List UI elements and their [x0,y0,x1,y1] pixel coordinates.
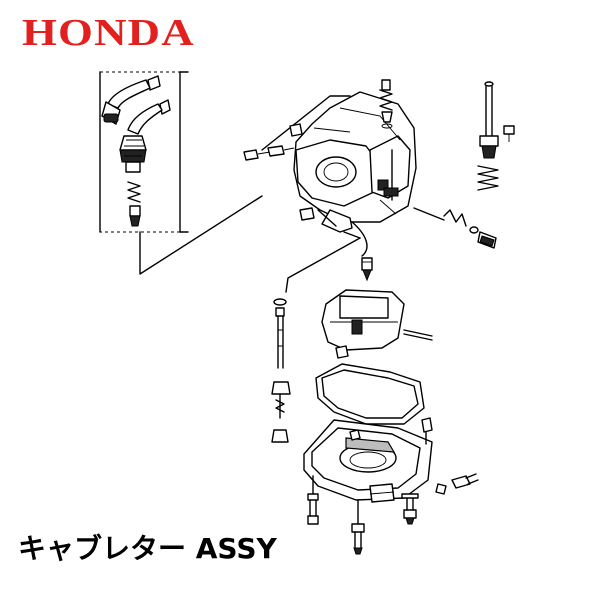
float-icon [321,289,433,351]
screw-icon [307,429,479,555]
main-jet-set [477,81,515,191]
spring-icon [379,89,393,111]
spring-icon [127,181,141,203]
honda-logo: HONDA [22,12,195,54]
spring-icon [443,209,467,227]
product-caption: キャブレター ASSY [18,532,277,565]
needle-valve-icon [129,205,141,227]
fuel-joint-icon [101,75,171,173]
gasket-icon [315,363,425,425]
float-chamber-icon [303,417,433,503]
needle-valve-icon [361,257,373,282]
carburetor-body-icon [293,91,417,257]
screw-icon [243,123,315,221]
fuel-joint-inset [99,71,189,233]
pilot-screw-set [379,79,393,129]
spring-icon [477,165,499,191]
drain-screw-icon [271,298,291,443]
idle-screw-set [413,207,497,249]
